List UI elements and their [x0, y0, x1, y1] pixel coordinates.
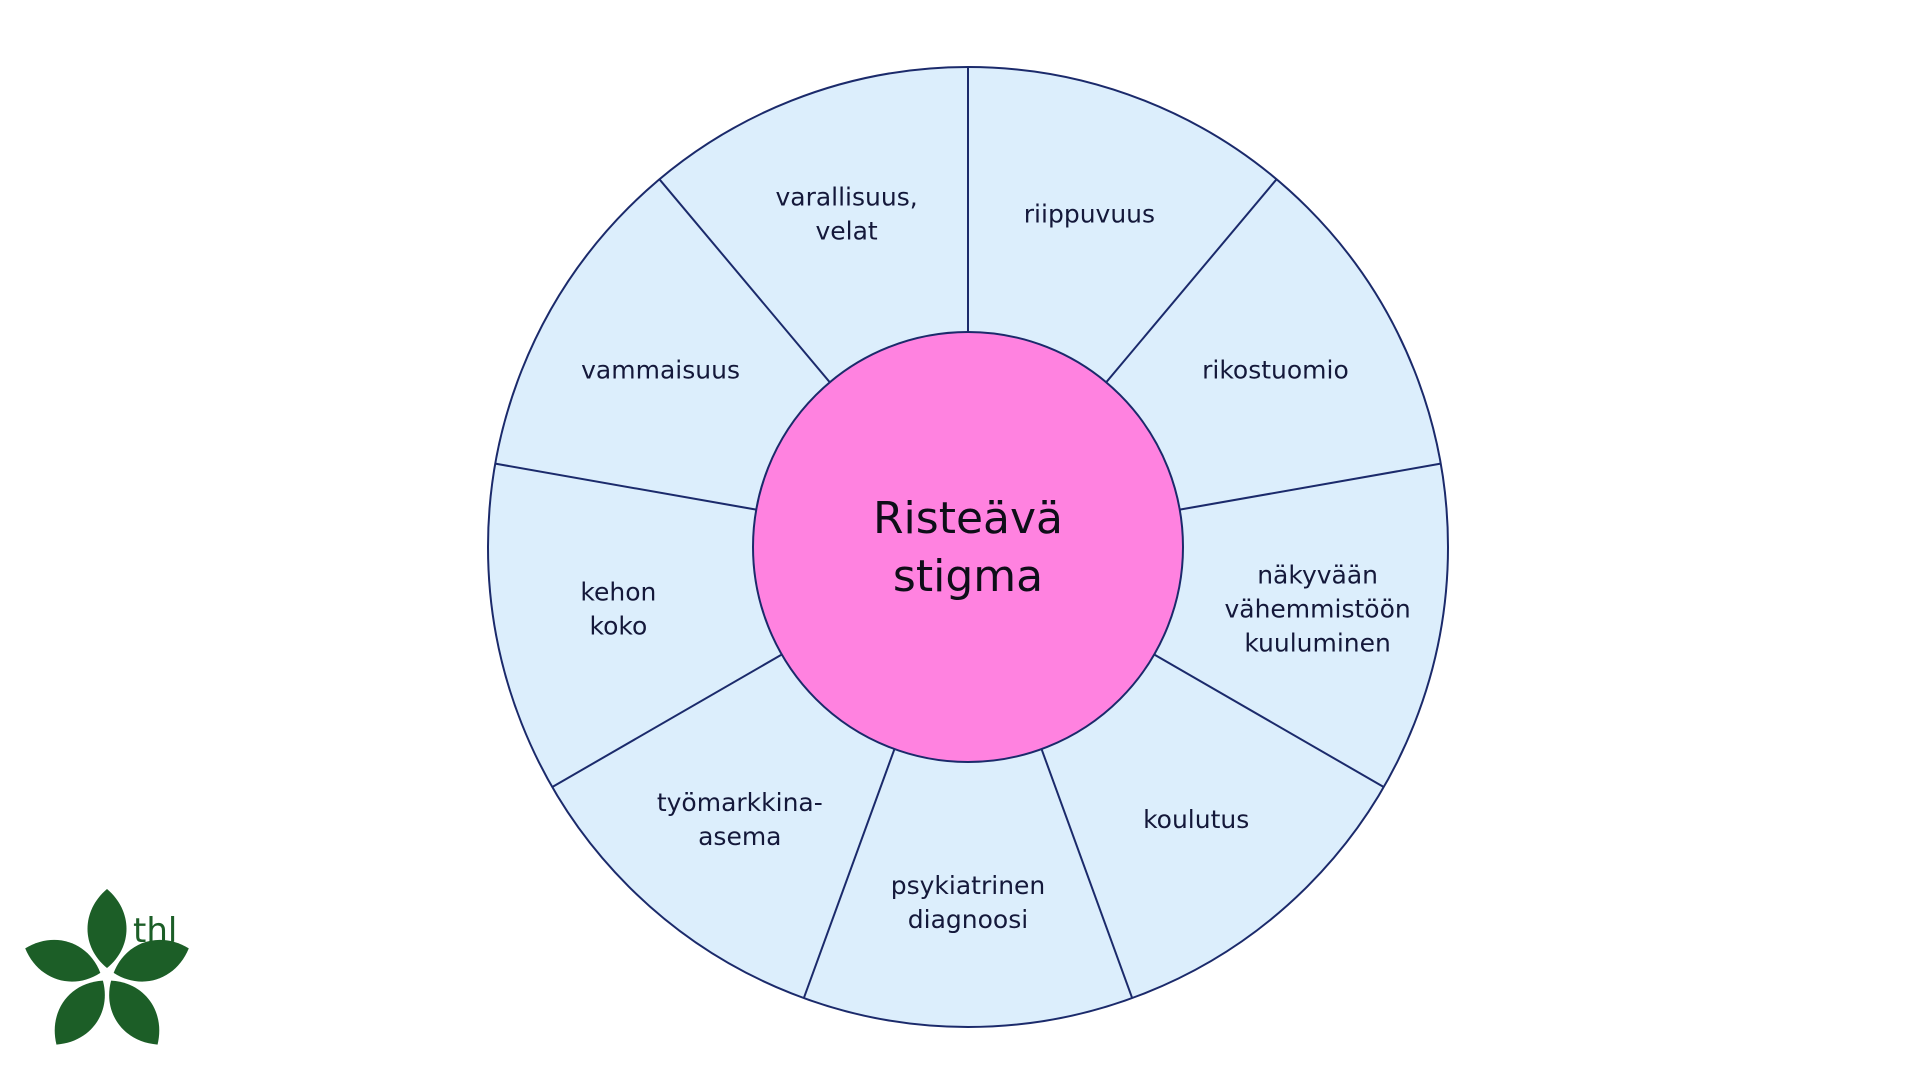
segment-divider: [495, 462, 757, 511]
segment-label-line: diagnoosi: [908, 905, 1028, 934]
center-label-line: Risteävä: [873, 493, 1063, 544]
logo-text: thl: [133, 911, 177, 951]
segment-divider: [1040, 748, 1134, 999]
logo-petal: [25, 939, 101, 982]
segment-label-line: työmarkkina-: [657, 788, 823, 817]
center-disc: [752, 331, 1184, 763]
logo-petal: [113, 939, 189, 982]
segment-label-line: koulutus: [1143, 805, 1249, 834]
segment-label-line: kuuluminen: [1244, 629, 1391, 658]
segment-labels: riippuvuus rikostuomio näkyvään vähemmistöö…: [580, 182, 1410, 934]
segment-divider: [802, 748, 896, 999]
segment-label-psykiatrinen-diagnoosi: psykiatrinen diagnoosi: [891, 871, 1046, 934]
segment-label-line: velat: [815, 216, 877, 245]
segment-label-line: varallisuus,: [775, 182, 917, 211]
segment-label-line: riippuvuus: [1024, 199, 1155, 228]
segment-divider: [1105, 178, 1278, 383]
logo-petal: [54, 980, 105, 1045]
segment-dividers: [495, 67, 1441, 999]
center-label-line: stigma: [893, 551, 1043, 602]
segment-label-kehon-koko: kehon koko: [580, 578, 656, 641]
segment-label-line: psykiatrinen: [891, 871, 1046, 900]
segment-label-line: rikostuomio: [1202, 356, 1349, 385]
segment-label-line: näkyvään: [1257, 561, 1378, 590]
segment-label-nakyvaan-vahemmistoon-kuuluminen: näkyvään vähemmistöön kuuluminen: [1224, 561, 1410, 658]
center-circle: Risteävä stigma: [752, 331, 1184, 763]
thl-logo: thl: [25, 889, 189, 1045]
thl-flower-icon: [25, 889, 189, 1045]
segment-label-varallisuus-velat: varallisuus, velat: [775, 182, 917, 245]
center-label: Risteävä stigma: [873, 493, 1063, 602]
segment-divider: [551, 653, 783, 788]
segment-label-line: asema: [698, 822, 781, 851]
segment-label-rikostuomio: rikostuomio: [1202, 356, 1349, 385]
segment-label-line: koko: [590, 612, 648, 641]
segment-label-line: kehon: [580, 578, 656, 607]
segment-label-line: vähemmistöön: [1224, 595, 1410, 624]
segment-label-koulutus: koulutus: [1143, 805, 1249, 834]
segment-label-riippuvuus: riippuvuus: [1024, 199, 1155, 228]
segment-divider: [1153, 653, 1385, 788]
segment-label-tyomarkkina-asema: työmarkkina-asema: [657, 788, 823, 851]
segment-divider: [658, 178, 831, 383]
logo-petal: [109, 980, 160, 1045]
segment-label-vammaisuus: vammaisuus: [581, 356, 740, 385]
segment-divider: [1179, 462, 1441, 511]
segment-label-line: vammaisuus: [581, 356, 740, 385]
logo-petal: [87, 889, 127, 968]
